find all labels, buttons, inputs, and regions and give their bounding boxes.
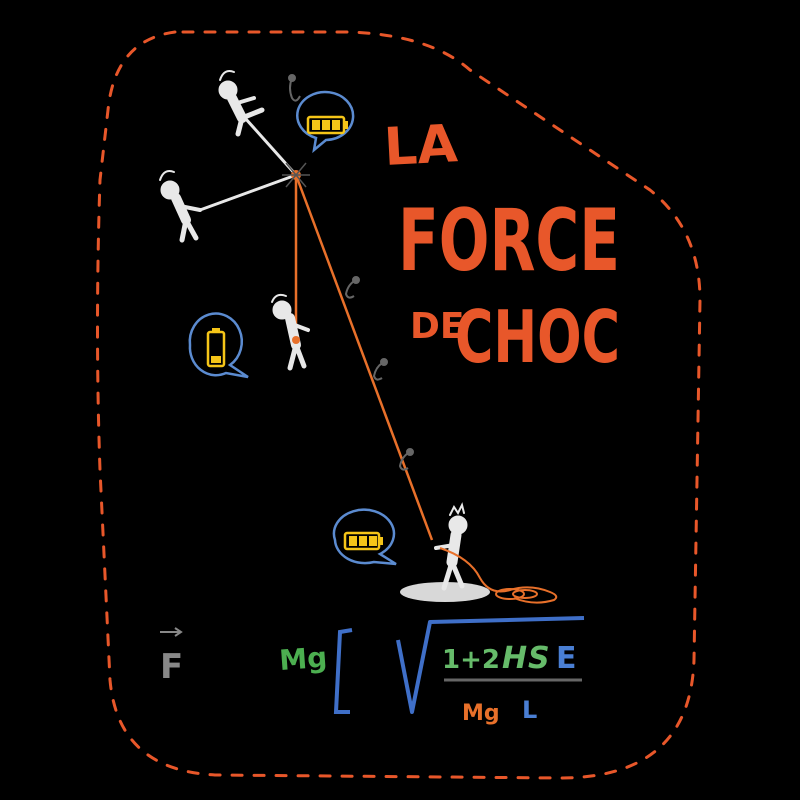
quickdraw-icon-3 [372,358,388,381]
quickdraw-icon-1 [288,74,301,102]
numerator-h: H [502,641,527,676]
dashed-border [96,30,702,780]
rope-coil-icon [439,547,558,604]
battery-bubble-icon-middle [188,312,249,379]
main-rope [294,174,434,541]
climber-figure-top-icon [218,70,265,137]
formula-mg: Mg [278,641,328,677]
numerator-e: E [556,641,577,676]
quickdraw-icon-2 [344,276,360,299]
battery-bubble-icon-bottom [332,508,397,566]
title-line2: FORCE [398,191,620,291]
rope-lines [199,116,434,541]
quickdraw-icon-4 [398,448,414,471]
denominator-mg: Mg [462,701,500,726]
title-line3b: CHOC [455,295,620,379]
bracket-icon [333,628,353,714]
belayer-figure-icon [434,502,468,591]
impact-star-icon [282,162,310,188]
denominator-l: L [522,696,537,724]
swing-rope [199,173,297,212]
title-group: LA FORCE DE CHOC [383,114,620,379]
force-symbol: F [160,647,183,687]
climber-figure-hanging-icon [271,293,310,371]
title-line1: LA [383,114,459,178]
formula-group: F Mg 1+2 H S E Mg L [160,616,585,726]
vector-arrow-icon [160,627,183,637]
numerator-prefix: 1+2 [442,645,500,675]
square-root-icon [396,616,585,714]
battery-bubble-icon-top [296,90,355,154]
numerator-s: S [528,641,550,676]
belay-platform [400,582,490,602]
climber-figure-swing-icon [159,170,202,243]
title-line3a: DE [410,306,464,347]
